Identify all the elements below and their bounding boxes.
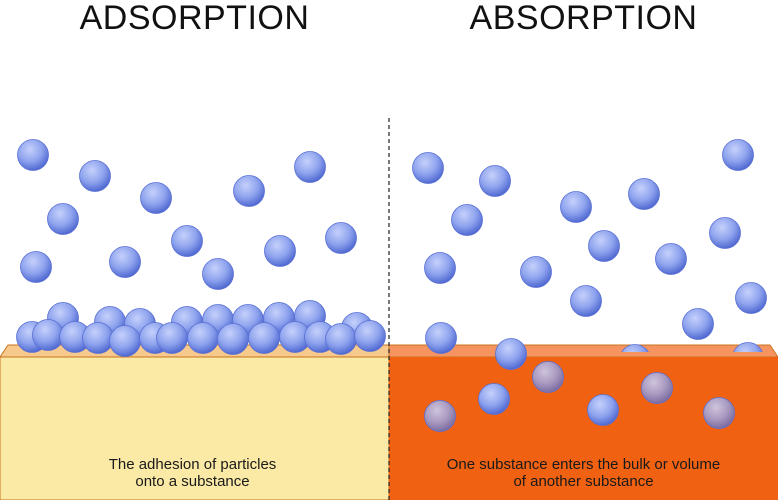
absorbed-particle: [532, 361, 564, 393]
free-particle: [425, 322, 457, 354]
adsorbed-particle: [82, 322, 114, 354]
adsorbed-particle: [248, 322, 280, 354]
absorbed-particle: [703, 397, 735, 429]
adsorption-title: ADSORPTION: [79, 0, 310, 37]
absorption-caption: One substance enters the bulk or volume …: [391, 456, 776, 490]
absorption-title: ABSORPTION: [469, 0, 698, 37]
free-particle: [325, 222, 357, 254]
free-particle: [264, 235, 296, 267]
free-particle: [588, 230, 620, 262]
absorbed-particle: [478, 383, 510, 415]
entering-particle: [621, 344, 649, 352]
adsorption-caption: The adhesion of particles onto a substan…: [0, 456, 385, 490]
free-particle: [520, 256, 552, 288]
free-particle: [682, 308, 714, 340]
free-particle: [233, 175, 265, 207]
absorption-caption-line2: of another substance: [513, 473, 654, 490]
free-particle: [20, 251, 52, 283]
adsorption-caption-line2: onto a substance: [135, 473, 250, 490]
absorption-caption-line1: One substance enters the bulk or volume: [446, 456, 721, 473]
adsorption-particles: [16, 139, 386, 357]
absorbed-particle: [424, 400, 456, 432]
adsorbent-substrate: [0, 344, 390, 500]
absorbed-particle: [587, 394, 619, 426]
adsorbed-particle: [354, 320, 386, 352]
free-particle: [722, 139, 754, 171]
adsorbed-particle: [187, 322, 219, 354]
absorbed-particle: [641, 372, 673, 404]
free-particle: [109, 246, 141, 278]
adsorbed-particle: [32, 319, 64, 351]
free-particle: [570, 285, 602, 317]
free-particle: [202, 258, 234, 290]
adsorbed-particle: [325, 323, 357, 355]
free-particle: [17, 139, 49, 171]
free-particle: [171, 225, 203, 257]
free-particle: [628, 178, 660, 210]
free-particle: [424, 252, 456, 284]
free-particle: [655, 243, 687, 275]
free-particle: [709, 217, 741, 249]
absorbent-front-face: [389, 357, 778, 500]
free-particle: [79, 160, 111, 192]
free-particle: [479, 165, 511, 197]
free-particle: [294, 151, 326, 183]
free-particle: [560, 191, 592, 223]
free-particle: [451, 204, 483, 236]
absorption-particles: [412, 139, 767, 432]
entering-particle: [495, 338, 527, 370]
adsorbed-particle: [109, 325, 141, 357]
adsorbed-particle: [156, 322, 188, 354]
absorbent-substrate: [388, 344, 778, 500]
adsorbent-front-face: [0, 356, 390, 500]
adsorption-caption-line1: The adhesion of particles: [108, 456, 277, 473]
free-particle: [735, 282, 767, 314]
free-particle: [412, 152, 444, 184]
adsorbed-particle: [217, 323, 249, 355]
free-particle: [140, 182, 172, 214]
free-particle: [47, 203, 79, 235]
entering-particle: [733, 342, 763, 352]
